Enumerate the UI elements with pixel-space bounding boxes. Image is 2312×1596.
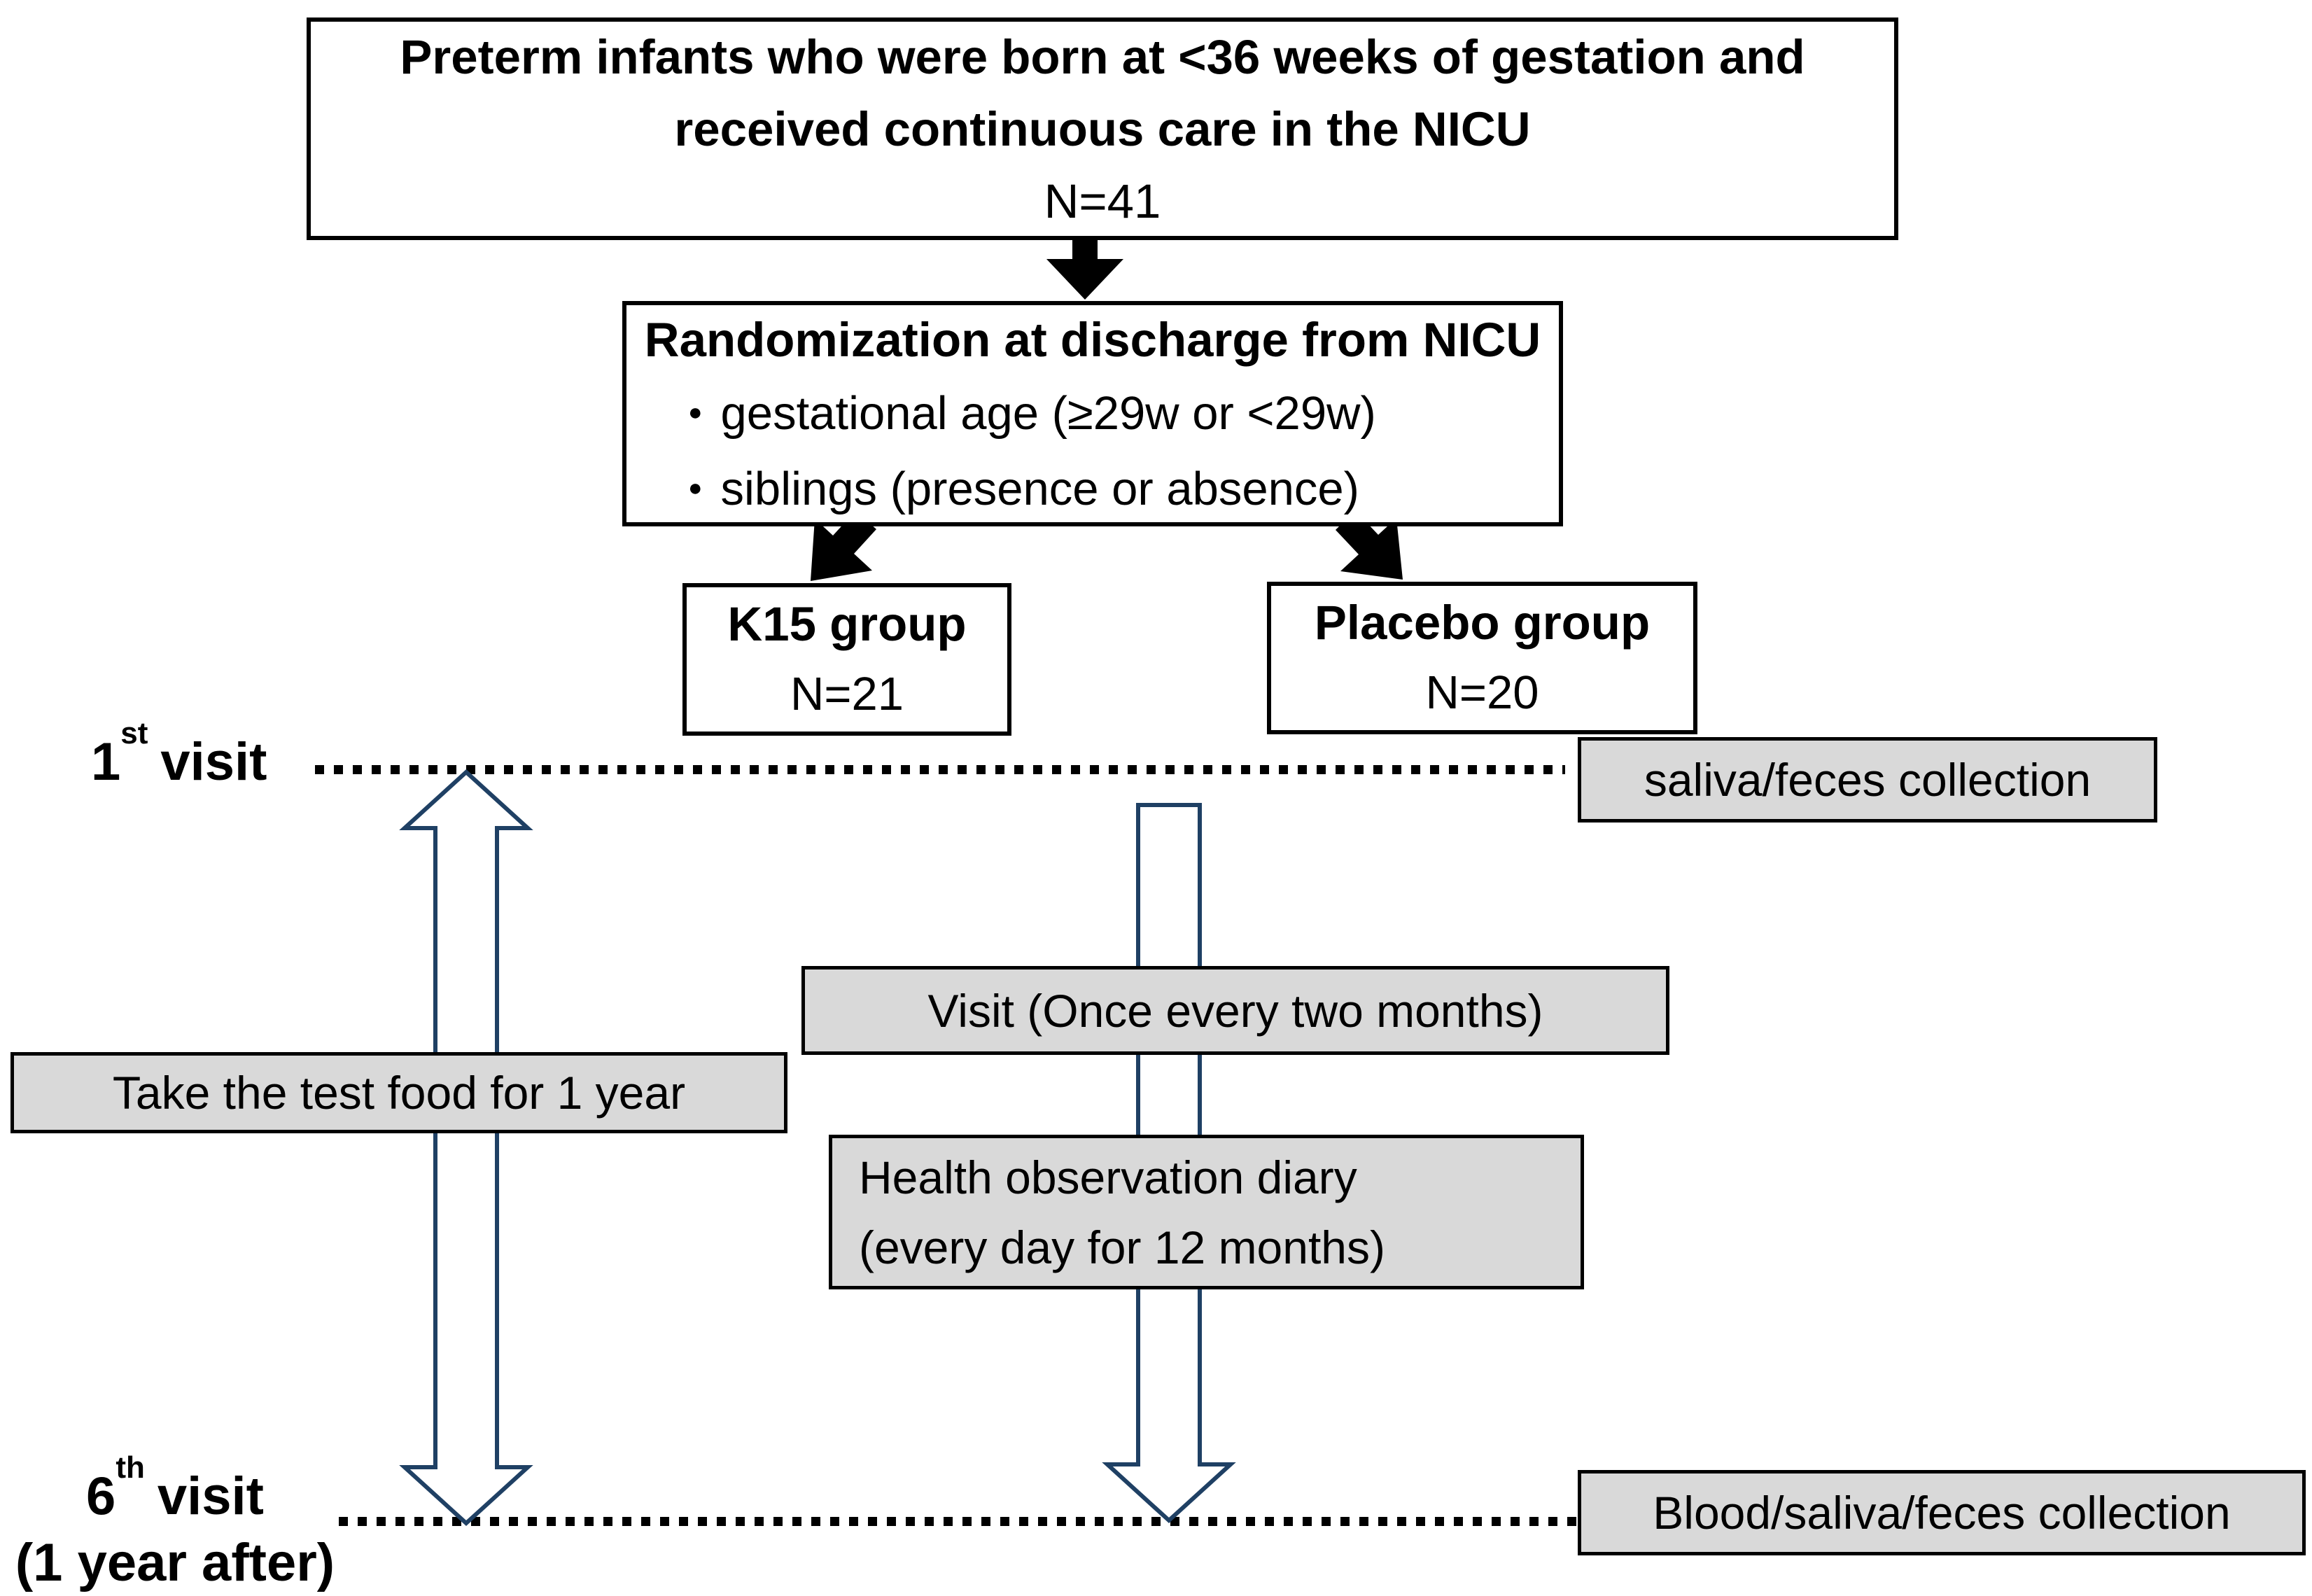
bullet-icon: ● — [688, 475, 703, 502]
branch-arrow-right-icon — [1336, 510, 1403, 580]
sixth-collection-text: Blood/saliva/feces collection — [1653, 1487, 2231, 1539]
enrollment-line2: received continuous care in the NICU — [674, 102, 1531, 156]
first-collection-box: saliva/feces collection — [1578, 737, 2157, 822]
enrollment-n: N=41 — [1044, 174, 1161, 228]
k15-group-name: K15 group — [727, 597, 967, 651]
randomization-title: Randomization at discharge from NICU — [644, 312, 1541, 367]
health-diary-box: Health observation diary (every day for … — [829, 1135, 1584, 1289]
sixth-visit-ordinal: th — [115, 1450, 145, 1485]
branch-arrow-left-icon — [811, 511, 876, 581]
k15-group-n: N=21 — [790, 668, 904, 720]
sixth-visit-word: visit — [157, 1466, 264, 1527]
randomization-bullet-1-text: gestational age (≥29w or <29w) — [720, 386, 1376, 440]
first-collection-text: saliva/feces collection — [1644, 754, 2092, 806]
double-headed-arrow-icon — [399, 769, 533, 1527]
k15-group-box: K15 group N=21 — [682, 583, 1011, 736]
randomization-box: Randomization at discharge from NICU ● ge… — [622, 301, 1563, 526]
randomization-bullet-1: ● gestational age (≥29w or <29w) — [688, 377, 1376, 453]
first-visit-ordinal: st — [120, 715, 148, 750]
randomization-bullet-2-text: siblings (presence or absence) — [720, 463, 1359, 515]
randomization-bullets: ● gestational age (≥29w or <29w) ● sibling… — [626, 377, 1376, 529]
test-food-text: Take the test food for 1 year — [112, 1067, 686, 1119]
test-food-box: Take the test food for 1 year — [10, 1052, 787, 1133]
enrollment-box: Preterm infants who were born at <36 wee… — [307, 18, 1898, 240]
enrollment-line1: Preterm infants who were born at <36 wee… — [400, 29, 1805, 84]
bullet-icon: ● — [688, 399, 703, 426]
placebo-group-box: Placebo group N=20 — [1267, 582, 1697, 734]
down-arrow-icon — [1046, 240, 1123, 300]
sixth-collection-box: Blood/saliva/feces collection — [1578, 1470, 2306, 1555]
health-diary-line1: Health observation diary — [859, 1151, 1357, 1203]
health-diary-line2: (every day for 12 months) — [859, 1221, 1385, 1273]
sixth-visit-line2: (1 year after) — [15, 1533, 335, 1593]
placebo-group-name: Placebo group — [1314, 596, 1651, 650]
sixth-visit-dotted-line — [339, 1517, 1576, 1526]
first-visit-dotted-line — [315, 765, 1565, 774]
placebo-group-n: N=20 — [1425, 666, 1539, 719]
first-visit-word: visit — [160, 732, 267, 792]
randomization-bullet-2: ● siblings (presence or absence) — [688, 453, 1376, 528]
sixth-visit-number: 6 — [86, 1466, 116, 1527]
visit-frequency-text: Visit (Once every two months) — [927, 984, 1543, 1037]
first-visit-number: 1 — [91, 732, 121, 792]
visit-frequency-box: Visit (Once every two months) — [801, 966, 1669, 1055]
